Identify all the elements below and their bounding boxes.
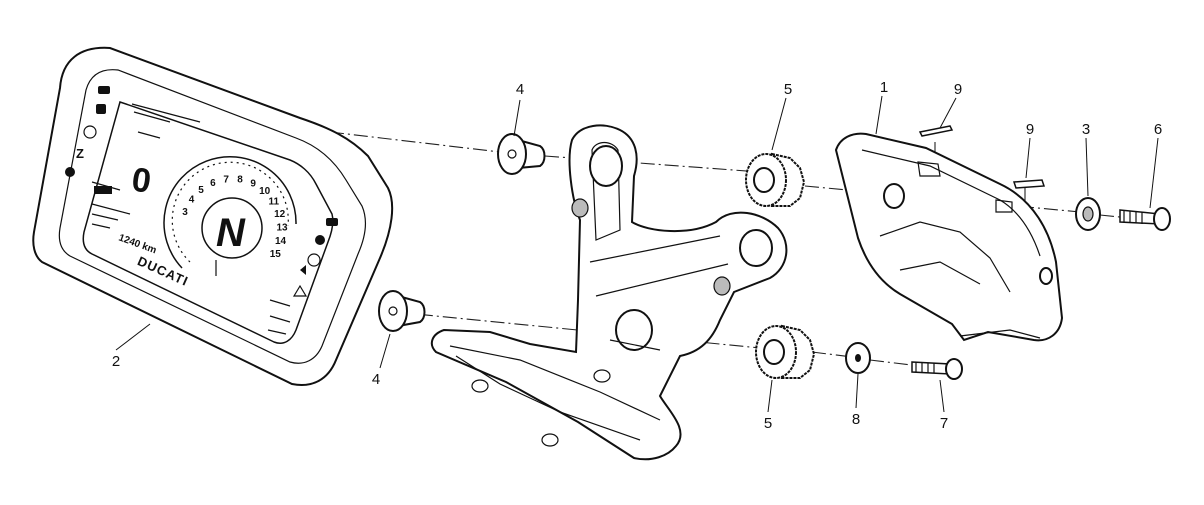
dial-number: 9: [250, 179, 256, 190]
callout-2: 2: [112, 353, 120, 370]
washer-lower: [845, 342, 871, 374]
screw-lower: [911, 358, 963, 380]
washer-upper: [1075, 197, 1101, 231]
dial-number: 14: [275, 236, 287, 247]
callout-8: 8: [852, 411, 860, 428]
gear-indicator: N: [216, 211, 246, 255]
leader-lines: [115, 95, 1159, 413]
svg-text:Z: Z: [76, 146, 84, 161]
screw-upper: [1119, 207, 1171, 231]
callout-7: 7: [940, 415, 948, 432]
dial-number: 5: [198, 185, 204, 196]
callout-1: 1: [880, 79, 888, 96]
grommet-upper: [497, 133, 546, 175]
callout-4-lower: 4: [372, 371, 380, 388]
dial-number: 10: [259, 186, 271, 197]
callout-5-upper: 5: [784, 81, 792, 98]
support-bracket: [430, 124, 788, 461]
dial-number: 12: [274, 209, 286, 220]
rubber-damper-upper: [745, 152, 806, 207]
callout-3: 3: [1082, 121, 1090, 138]
callout-9-left: 9: [954, 81, 962, 98]
callout-labels: 2 4 4 5 5 1 9 9 3 6 8 7: [112, 79, 1162, 432]
dial-number: 3: [182, 207, 188, 218]
dial-number: 8: [237, 175, 243, 186]
tachometer-dial: N: [163, 155, 297, 276]
dial-number: 15: [270, 249, 282, 260]
dial-number: 6: [210, 178, 216, 189]
callout-6: 6: [1154, 121, 1162, 138]
dial-number: 13: [276, 223, 288, 234]
dial-number: 4: [189, 195, 195, 206]
dial-number: 11: [269, 197, 280, 208]
grommet-lower: [378, 290, 426, 332]
callout-9-right: 9: [1026, 121, 1034, 138]
dial-number: 7: [223, 174, 229, 185]
callout-5-lower: 5: [764, 415, 772, 432]
instrument-cover: [834, 132, 1064, 342]
rubber-damper-lower: [755, 324, 816, 379]
callout-4-upper: 4: [516, 81, 524, 98]
